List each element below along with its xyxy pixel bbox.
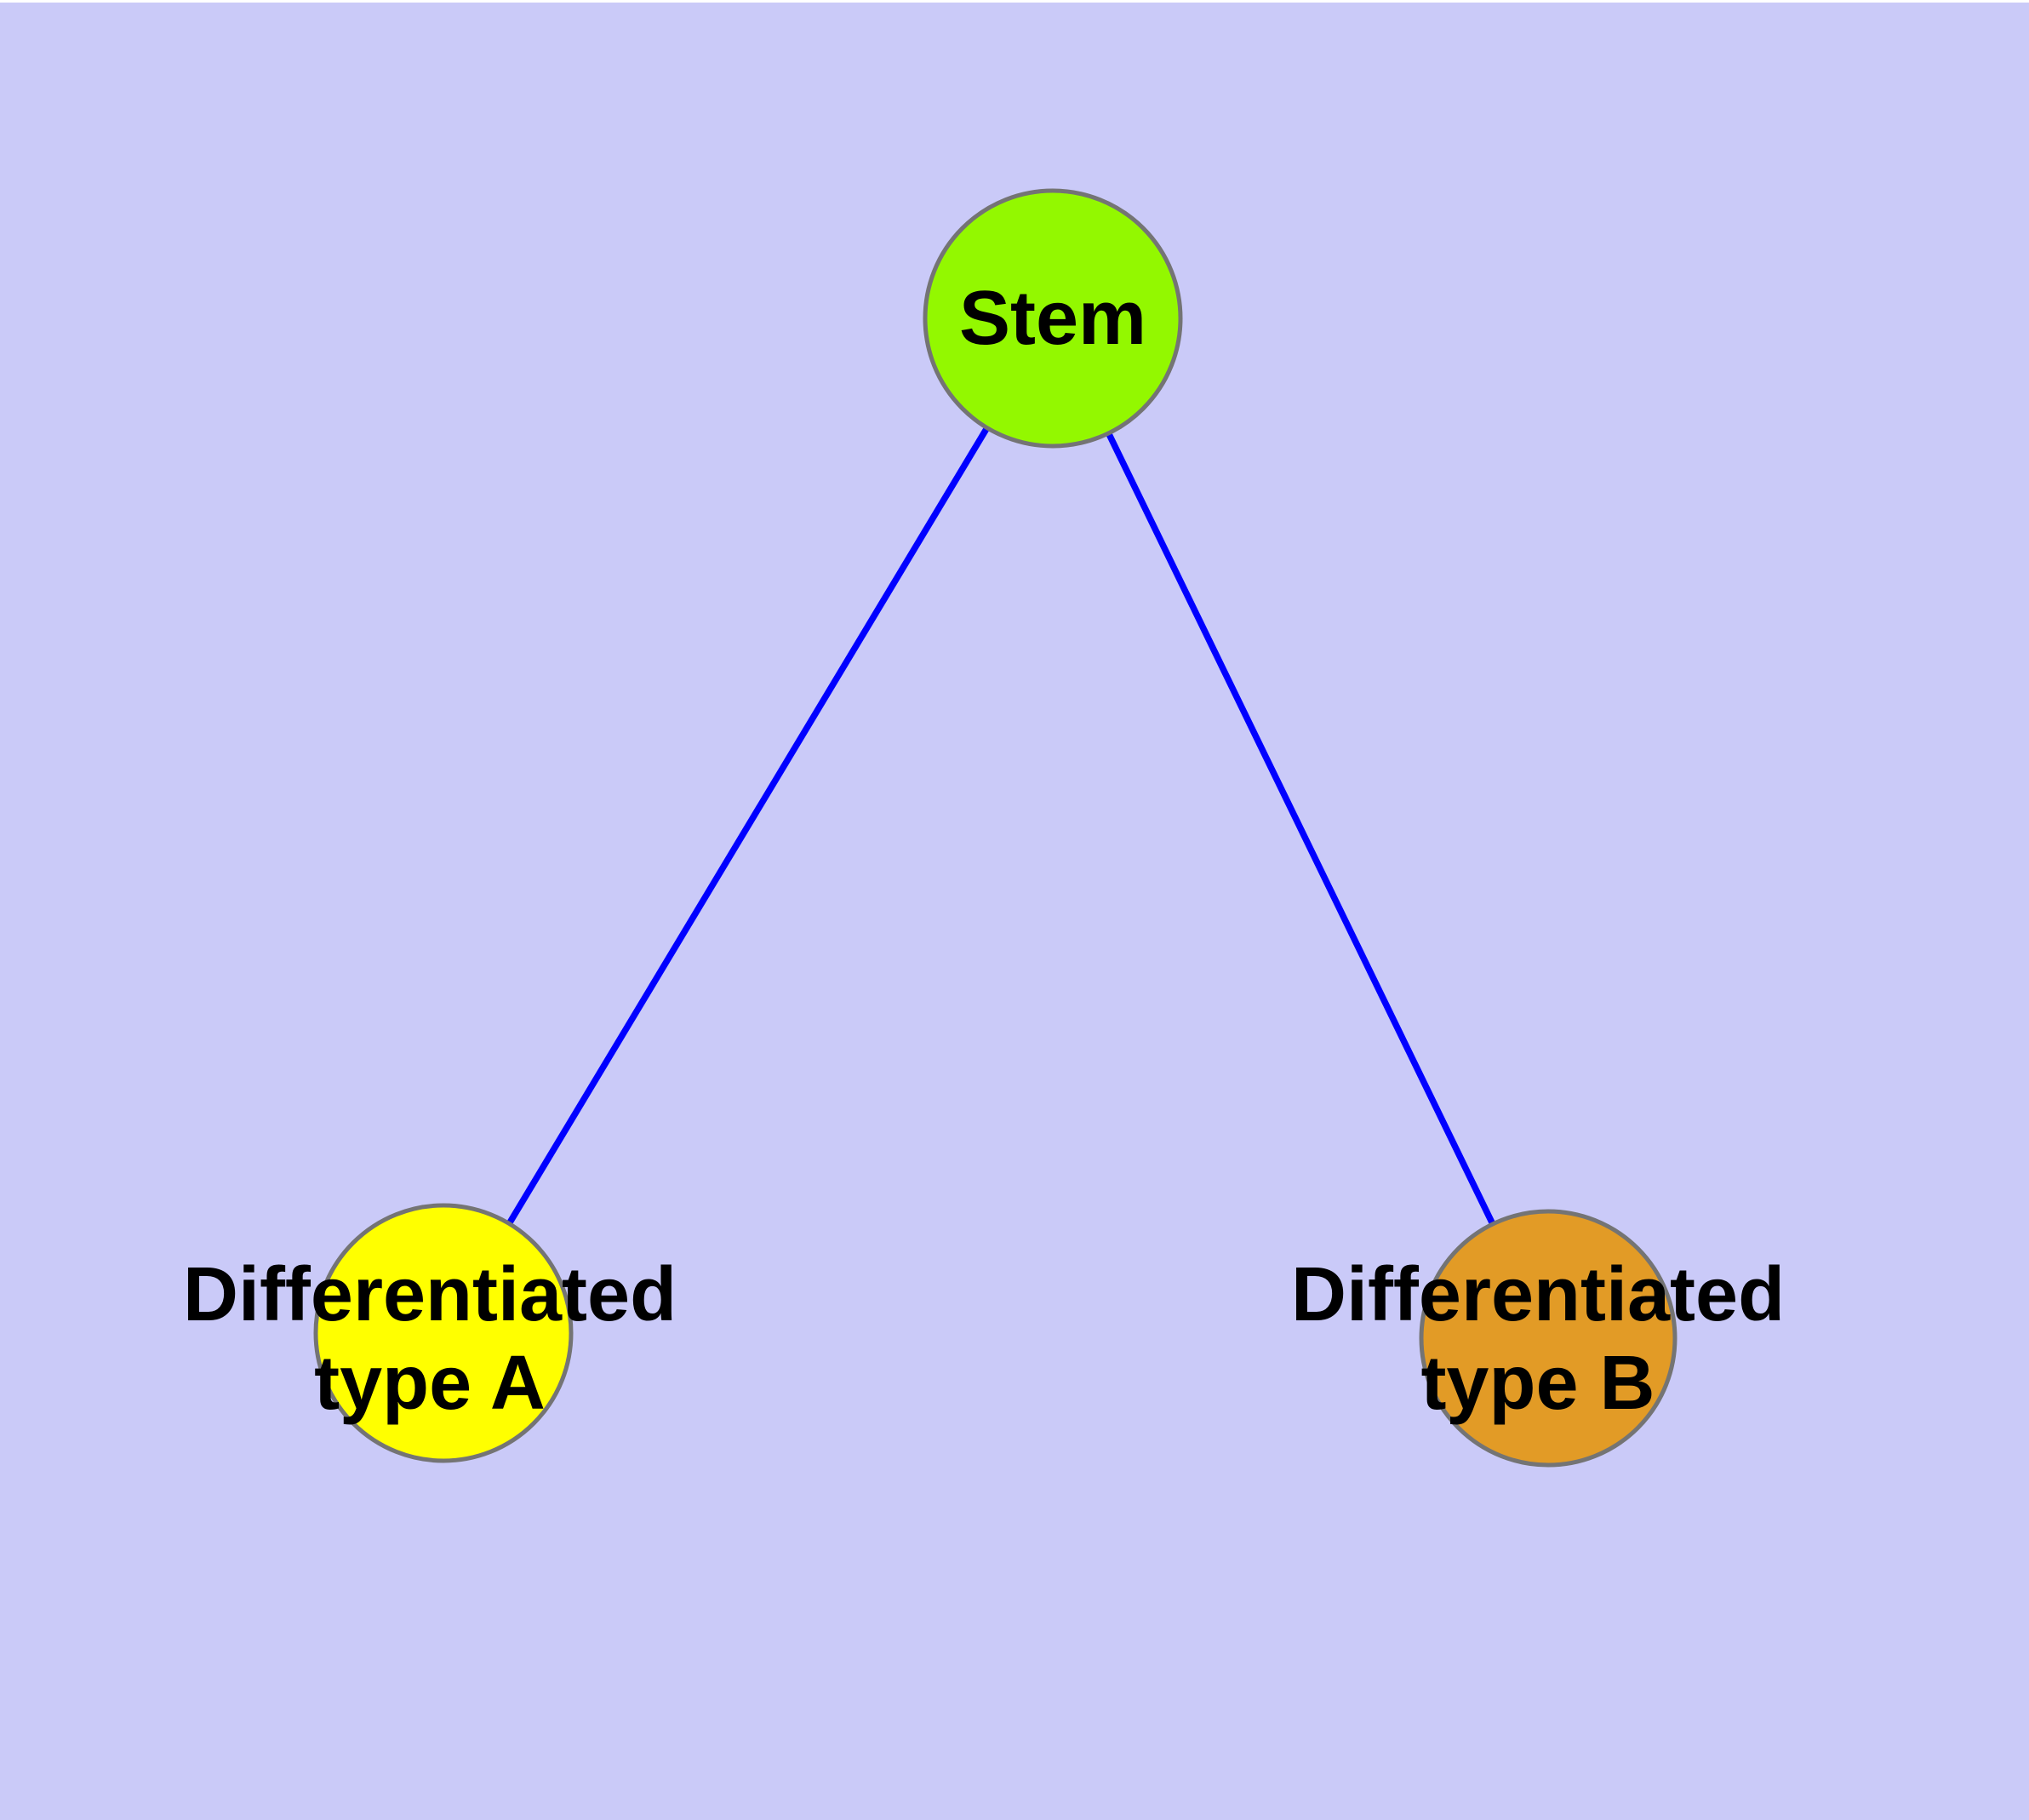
node-type-b-label: Differentiated type B (1291, 1251, 1785, 1428)
node-type-b-label-line2: type B (1420, 1341, 1655, 1426)
node-stem-label: Stem (959, 274, 1146, 363)
node-type-a-label: Differentiated type A (183, 1251, 677, 1428)
node-differentiated-type-b (1419, 1209, 1677, 1468)
node-type-a-label-line1: Differentiated (182, 1252, 677, 1337)
node-type-a-label-line2: type A (314, 1341, 546, 1426)
node-stem (923, 188, 1183, 449)
node-differentiated-type-a (313, 1203, 574, 1463)
top-window-strip (0, 0, 2029, 3)
node-stem-label-text: Stem (958, 276, 1147, 361)
edge-stem-to-type-a (440, 317, 1056, 1335)
node-type-b-label-line1: Differentiated (1290, 1252, 1786, 1337)
edge-stem-to-type-b (1049, 317, 1552, 1340)
